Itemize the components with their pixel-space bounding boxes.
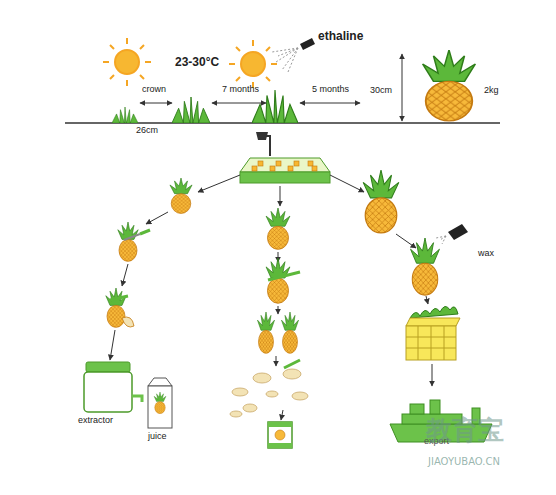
- product-label: extractor: [78, 416, 113, 426]
- mature-plant: [252, 90, 298, 123]
- export-crate: [406, 306, 460, 360]
- young-plant: [172, 97, 210, 123]
- sun-symbol: [103, 38, 151, 86]
- chemical-label: ethaline: [318, 30, 363, 43]
- pineapple-half: [282, 312, 299, 353]
- pineapple: [411, 238, 440, 295]
- pineapple: [266, 208, 290, 249]
- knife-symbol: [124, 230, 150, 240]
- timeline-arrows: [140, 54, 402, 121]
- knife-symbol: [268, 272, 300, 280]
- pineapple: [170, 178, 192, 213]
- peel: [122, 317, 134, 327]
- dimension-label: 30cm: [370, 86, 392, 96]
- stage-label: crown: [142, 85, 166, 95]
- watermark: 教育宝: [426, 416, 504, 445]
- crown-plant: [112, 107, 138, 123]
- wax-sprayer: [436, 224, 468, 244]
- temperature-label: 23-30°C: [175, 56, 219, 69]
- pineapple: [363, 170, 399, 233]
- knife-symbol: [284, 360, 300, 368]
- duration-label: 5 months: [312, 85, 349, 95]
- pineapple-slices: [230, 369, 308, 417]
- pineapple: [118, 222, 138, 261]
- extractor-jar: [84, 362, 142, 412]
- pineapple-half: [258, 312, 275, 353]
- duration-label: 7 months: [222, 85, 259, 95]
- product-label: juice: [148, 432, 167, 442]
- dimension-label: 26cm: [136, 126, 158, 136]
- juice-carton: [148, 378, 172, 428]
- ripe-pineapple: [423, 50, 476, 121]
- knife-symbol: [110, 296, 128, 300]
- sprayer-symbol: [272, 38, 315, 72]
- planter-box: [240, 132, 330, 183]
- watermark: JIAOYUBAO.CN: [428, 456, 500, 467]
- sun-symbol: [229, 40, 277, 88]
- process-label: wax: [478, 249, 494, 259]
- tin-can: [268, 422, 292, 448]
- weight-label: 2kg: [484, 86, 499, 96]
